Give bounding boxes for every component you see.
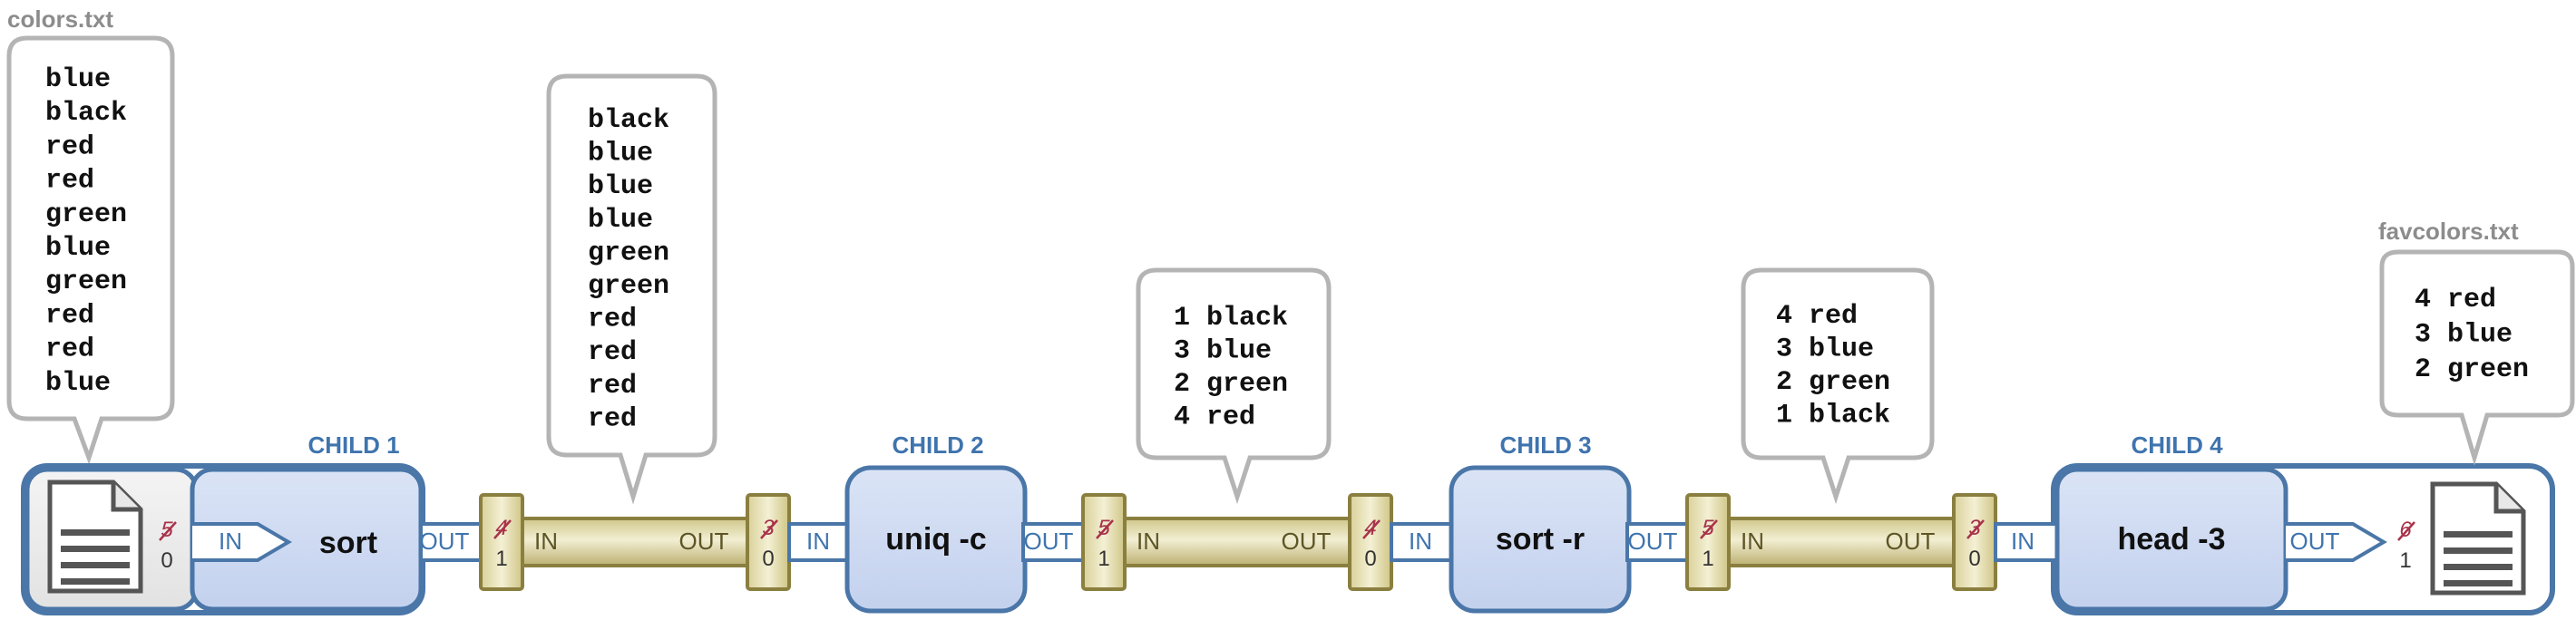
out-label: OUT [2290,528,2340,555]
bubble-line: red [45,166,94,197]
out-connector [419,522,486,562]
bubble-line: 3 blue [1776,334,1874,365]
child-label: CHILD 3 [1499,431,1591,459]
out-arrow [2286,522,2387,562]
in-connector [1390,522,1455,562]
child-2: CHILD 2 IN uniq -c OUT [787,431,1087,614]
output-file-name: favcolors.txt [2378,218,2519,245]
bubble-line: 4 red [1776,301,1858,332]
pipe-read-end [746,493,791,591]
bubble-line: red [588,305,637,335]
bubble-line: 1 black [1174,303,1288,334]
pipe-write-fd: 1 [495,547,507,571]
pipe-in-label: IN [1137,528,1160,555]
pipe-out-label: OUT [1282,528,1332,555]
bubble-line: blue [45,368,111,399]
out-label: OUT [1024,528,1074,555]
document-icon [47,480,143,594]
in-label: IN [219,528,242,555]
child-label: CHILD 2 [892,431,983,459]
bubble-line: red [45,131,94,162]
bubble-line: 2 green [1776,367,1890,398]
pipe-read-end [1348,493,1393,591]
bubble-line: 1 black [1776,401,1890,431]
pipe-read-fd: 0 [762,547,774,571]
bubble-line: black [45,98,127,129]
command-text: sort -r [1496,522,1585,557]
input-file-name: colors.txt [7,5,113,33]
pipe-out-label: OUT [679,528,729,555]
pipe-write-end [1081,493,1127,591]
bubble-line: red [588,371,637,402]
out-label: OUT [420,528,470,555]
bubble-line: 3 blue [1174,336,1272,367]
in-connector [787,522,851,562]
bubble-line: green [588,237,669,268]
bubble-line: green [45,199,127,230]
child-4: CHILD 4 IN head -3 OUT [1994,431,2555,615]
bubble-line: red [45,334,94,365]
command-text: sort [319,526,377,560]
bubble-line: 3 blue [2415,320,2513,351]
bubble-line: blue [588,205,653,236]
pipe-write-end [1685,493,1731,591]
pipe-in-label: IN [534,528,558,555]
bubble-line: 2 green [1174,369,1288,400]
bubble-line: green [45,266,127,297]
pipe-write-fd: 1 [1702,547,1713,571]
pipe-in-label: IN [1741,528,1764,555]
in-label: IN [2011,528,2034,555]
child-1: CHILD 1 IN sort OUT [190,431,486,612]
pipe-write-fd: 1 [1098,547,1109,571]
bubble-line: red [588,403,637,434]
pipe-write-end [479,493,524,591]
pipe-read-end [1952,493,1997,591]
command-text: head -3 [2117,522,2225,557]
document-icon [2430,481,2526,596]
in-label: IN [806,528,830,555]
pipe-out-label: OUT [1886,528,1936,555]
input-fd: 0 [161,548,172,573]
bubble-line: red [45,300,94,331]
output-fd: 1 [2399,548,2411,573]
bubble-line: blue [45,64,111,95]
bubble-line: blue [45,233,111,264]
child-label: CHILD 1 [307,431,399,459]
in-arrow [192,522,292,562]
child-3: CHILD 3 IN sort -r OUT [1390,431,1691,614]
bubble-line: 2 green [2415,354,2529,385]
bubble-line: red [588,337,637,368]
in-label: IN [1409,528,1432,555]
command-text: uniq -c [885,522,986,557]
pipe-1: blackbluebluebluegreengreenredredredred … [479,73,791,591]
bubble-line: 4 red [1174,402,1255,433]
pipe-read-fd: 0 [1364,547,1376,571]
bubble-line: green [588,271,669,302]
child-label: CHILD 4 [2131,431,2223,459]
bubble-line: 4 red [2415,285,2496,315]
pipe-read-fd: 0 [1968,547,1980,571]
bubble-line: blue [588,139,653,170]
out-label: OUT [1628,528,1678,555]
bubble-line: blue [588,171,653,202]
bubble-line: black [588,105,669,136]
